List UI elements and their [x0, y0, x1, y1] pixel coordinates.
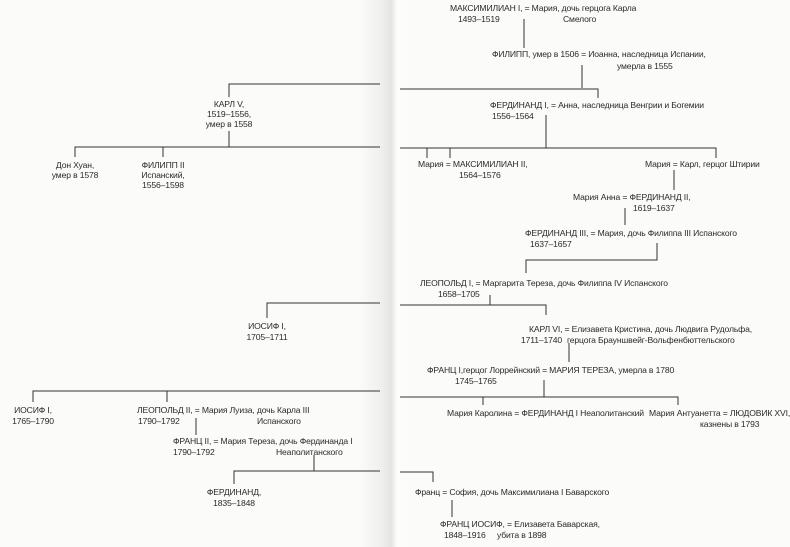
ferdinand1-marriage: ФЕРДИНАНД I, = Анна, наследница Венгрии … — [490, 100, 704, 110]
franz1-marriage: ФРАНЦ I,герцог Лоррейнский = МАРИЯ ТЕРЕЗ… — [427, 365, 675, 375]
karl-styria-marriage: Мария = Карл, герцог Штирии — [645, 159, 760, 169]
marie-antoinette-marriage: Мария Антуанетта = ЛЮДОВИК XVI, — [649, 408, 790, 418]
maria-carolina-marriage: Мария Каролина = ФЕРДИНАНД I Неаполитанс… — [447, 408, 644, 418]
maximilian1-years: 1493–1519 — [458, 14, 500, 24]
joseph2-years: 1765–1790 — [12, 416, 54, 426]
franz1-years: 1745–1765 — [455, 376, 497, 386]
karl6-spouse-cont: герцога Брауншвейг-Вольфенбюттельского — [567, 335, 735, 345]
joseph1-name: ИОСИФ I, — [248, 321, 286, 331]
ferdinand-1835-years: 1835–1848 — [213, 498, 255, 508]
karl5-name: КАРЛ V, — [213, 99, 245, 109]
joseph2-name: ИОСИФ I, — [14, 405, 52, 415]
franz2-marriage: ФРАНЦ II, = Мария Тереза, дочь Фердинанд… — [173, 436, 353, 446]
philipp-marriage: ФИЛИПП, умер в 1506 = Иоанна, наследница… — [492, 49, 706, 59]
maximilian1-spouse-cont: Смелого — [563, 14, 597, 24]
connector-ferdinand1-children — [400, 115, 717, 158]
ferdinand2-years: 1619–1637 — [633, 203, 675, 213]
leopold2-years: 1790–1792 — [138, 416, 180, 426]
karl5-years: 1519–1556, — [207, 109, 251, 119]
philipp2-years: 1556–1598 — [142, 180, 184, 190]
maximilian2-marriage: Мария = МАКСИМИЛИАН II, — [418, 159, 528, 169]
ferdinand2-marriage: Мария Анна = ФЕРДИНАНД II, — [573, 192, 691, 202]
book-gutter — [360, 0, 410, 547]
connector-franz1-children — [32, 380, 679, 405]
leopold1-marriage: ЛЕОПОЛЬД I, = Маргарита Тереза, дочь Фил… — [420, 278, 668, 288]
leopold2-spouse-cont: Испанского — [257, 416, 301, 426]
connector-karl5-children — [74, 131, 380, 157]
franz2-spouse-cont: Неаполитанского — [276, 447, 343, 457]
leopold2-marriage: ЛЕОПОЛЬД II, = Мария Луиза, дочь Карла I… — [137, 405, 310, 415]
karl6-years: 1711–1740 — [521, 335, 563, 345]
ferdinand1-years: 1556–1564 — [492, 111, 534, 121]
connector-ferdinand3-leopold1 — [525, 243, 658, 273]
franz-sophia-marriage: Франц = София, дочь Максимилиана I Бавар… — [415, 487, 610, 497]
franz-joseph-spouse-death: убита в 1898 — [497, 530, 547, 540]
maximilian1-marriage: МАКСИМИЛИАН I, = Мария, дочь герцога Кар… — [450, 3, 637, 13]
marie-antoinette-death: казнены в 1793 — [700, 419, 760, 429]
don-juan-death: умер в 1578 — [51, 170, 99, 180]
philipp2-title: Испанский, — [141, 170, 185, 180]
connector-karl5-branch — [228, 83, 380, 97]
philipp-spouse-death: умерла в 1555 — [617, 61, 673, 71]
karl6-marriage: КАРЛ VI, = Елизавета Кристина, дочь Людв… — [529, 324, 752, 334]
connector-leopold1-children — [266, 295, 547, 318]
connector-philipp-children — [400, 65, 599, 98]
maximilian2-years: 1564–1576 — [459, 170, 501, 180]
joseph1-years: 1705–1711 — [246, 332, 288, 342]
franz2-years: 1790–1792 — [173, 447, 215, 457]
philipp2-name: ФИЛИПП II — [141, 160, 185, 170]
ferdinand-1835-name: ФЕРДИНАНД, — [206, 487, 262, 497]
leopold1-years: 1658–1705 — [438, 289, 480, 299]
connector-franz2-children — [233, 455, 434, 484]
karl5-death: умер в 1558 — [205, 119, 253, 129]
franz-joseph-years: 1848–1916 — [444, 530, 486, 540]
ferdinand3-marriage: ФЕРДИНАНД III, = Мария, дочь Филиппа III… — [525, 228, 737, 238]
don-juan-name: Дон Хуан, — [55, 160, 95, 170]
ferdinand3-years: 1637–1657 — [530, 239, 572, 249]
franz-joseph-marriage: ФРАНЦ ИОСИФ, = Елизавета Баварская, — [440, 519, 600, 529]
